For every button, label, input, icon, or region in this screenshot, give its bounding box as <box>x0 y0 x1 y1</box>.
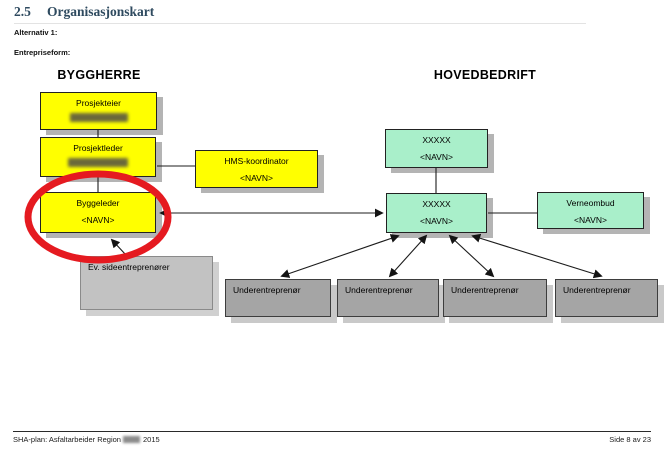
arrow-sideentreprenorer-byggeleder <box>110 238 127 256</box>
hovedbedrift-heading: HOVEDBEDRIFT <box>433 68 537 82</box>
node-title: Prosjekteier <box>76 98 121 108</box>
footer-year: 2015 <box>142 435 160 444</box>
node-verneombud: Verneombud <NAVN> <box>537 192 644 229</box>
section-title: Organisasjonskart <box>47 4 155 19</box>
arrow-hovedbedrift-under-4 <box>471 233 603 279</box>
node-underentreprenor-1: Underentreprenør <box>225 279 331 317</box>
node-title: Underentreprenør <box>451 285 519 295</box>
node-hovedbedrift-top: XXXXX <NAVN> <box>385 129 488 168</box>
node-hovedbedrift-main: XXXXX <NAVN> <box>386 193 487 233</box>
node-title: Byggeleder <box>76 198 120 208</box>
node-underentreprenor-4: Underentreprenør <box>555 279 658 317</box>
section-heading: 2.5 Organisasjonskart <box>14 4 586 24</box>
redacted-name <box>68 157 128 167</box>
arrow-hovedbedrift-under-1 <box>280 234 400 278</box>
node-byggeleder: Byggeleder <NAVN> <box>40 192 156 233</box>
node-title: HMS-koordinator <box>224 156 289 166</box>
node-subtitle: <NAVN> <box>420 215 453 226</box>
footer-redacted-region <box>122 436 140 443</box>
arrow-hovedbedrift-under-2 <box>388 234 428 278</box>
alternativ-label: Alternativ 1: <box>14 28 58 37</box>
footer-doc-title: SHA-plan: Asfaltarbeider Region 2015 <box>13 435 160 444</box>
node-sideentreprenorer: Ev. sideentreprenører <box>80 256 213 310</box>
section-number: 2.5 <box>14 4 31 19</box>
node-underentreprenor-3: Underentreprenør <box>443 279 547 317</box>
node-title: Prosjektleder <box>73 143 123 153</box>
node-title: Ev. sideentreprenører <box>88 262 170 272</box>
node-prosjektleder: Prosjektleder <box>40 137 156 177</box>
node-subtitle: <NAVN> <box>240 172 273 183</box>
node-underentreprenor-2: Underentreprenør <box>337 279 439 317</box>
node-hms-koordinator: HMS-koordinator <NAVN> <box>195 150 318 188</box>
node-title: XXXXX <box>422 199 451 209</box>
byggherre-heading: BYGGHERRE <box>57 68 141 82</box>
node-title: Underentreprenør <box>563 285 631 295</box>
node-subtitle: <NAVN> <box>420 151 453 162</box>
footer-page-number: Side 8 av 23 <box>609 435 651 444</box>
entrepriseform-label: Entrepriseform: <box>14 48 71 57</box>
node-title: XXXXX <box>422 135 451 145</box>
footer-rule <box>13 431 651 432</box>
node-subtitle: <NAVN> <box>574 214 607 225</box>
node-prosjekteier: Prosjekteier <box>40 92 157 130</box>
node-subtitle: <NAVN> <box>81 214 115 225</box>
arrow-hovedbedrift-under-3 <box>448 234 495 278</box>
node-title: Underentreprenør <box>345 285 413 295</box>
footer-left-text: SHA-plan: Asfaltarbeider Region <box>13 435 121 444</box>
node-title: Verneombud <box>566 198 615 208</box>
redacted-name <box>69 112 128 122</box>
node-title: Underentreprenør <box>233 285 301 295</box>
